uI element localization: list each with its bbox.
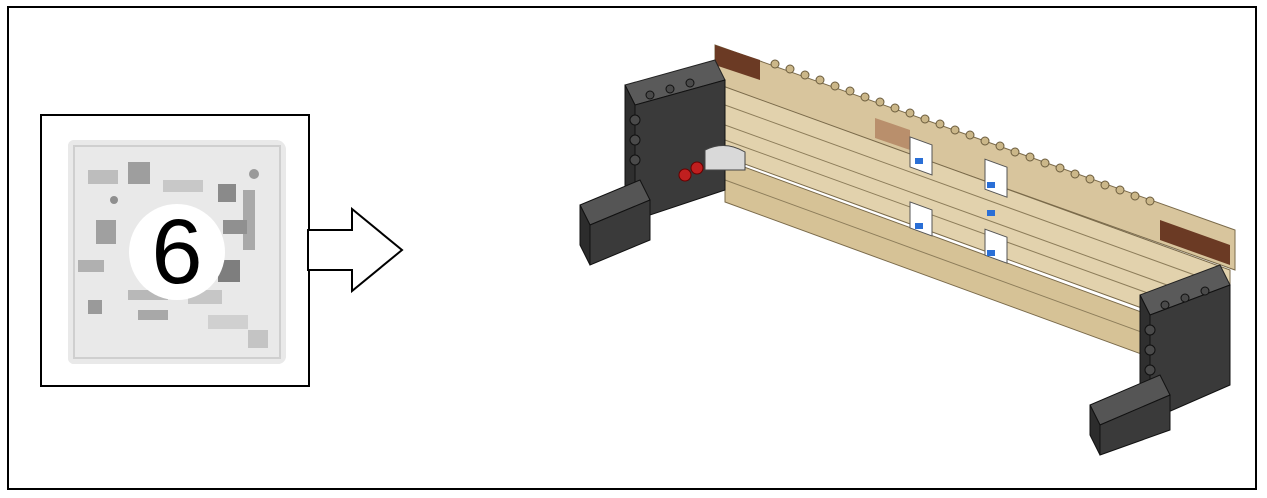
parts-bag-callout: 6 [40,114,310,387]
bag-number-badge: 6 [68,140,286,364]
bag-number: 6 [129,204,225,300]
parts-bag-icon: 6 [68,140,286,364]
wall-assembly-model [575,40,1245,470]
right-arrow-icon [300,205,410,295]
